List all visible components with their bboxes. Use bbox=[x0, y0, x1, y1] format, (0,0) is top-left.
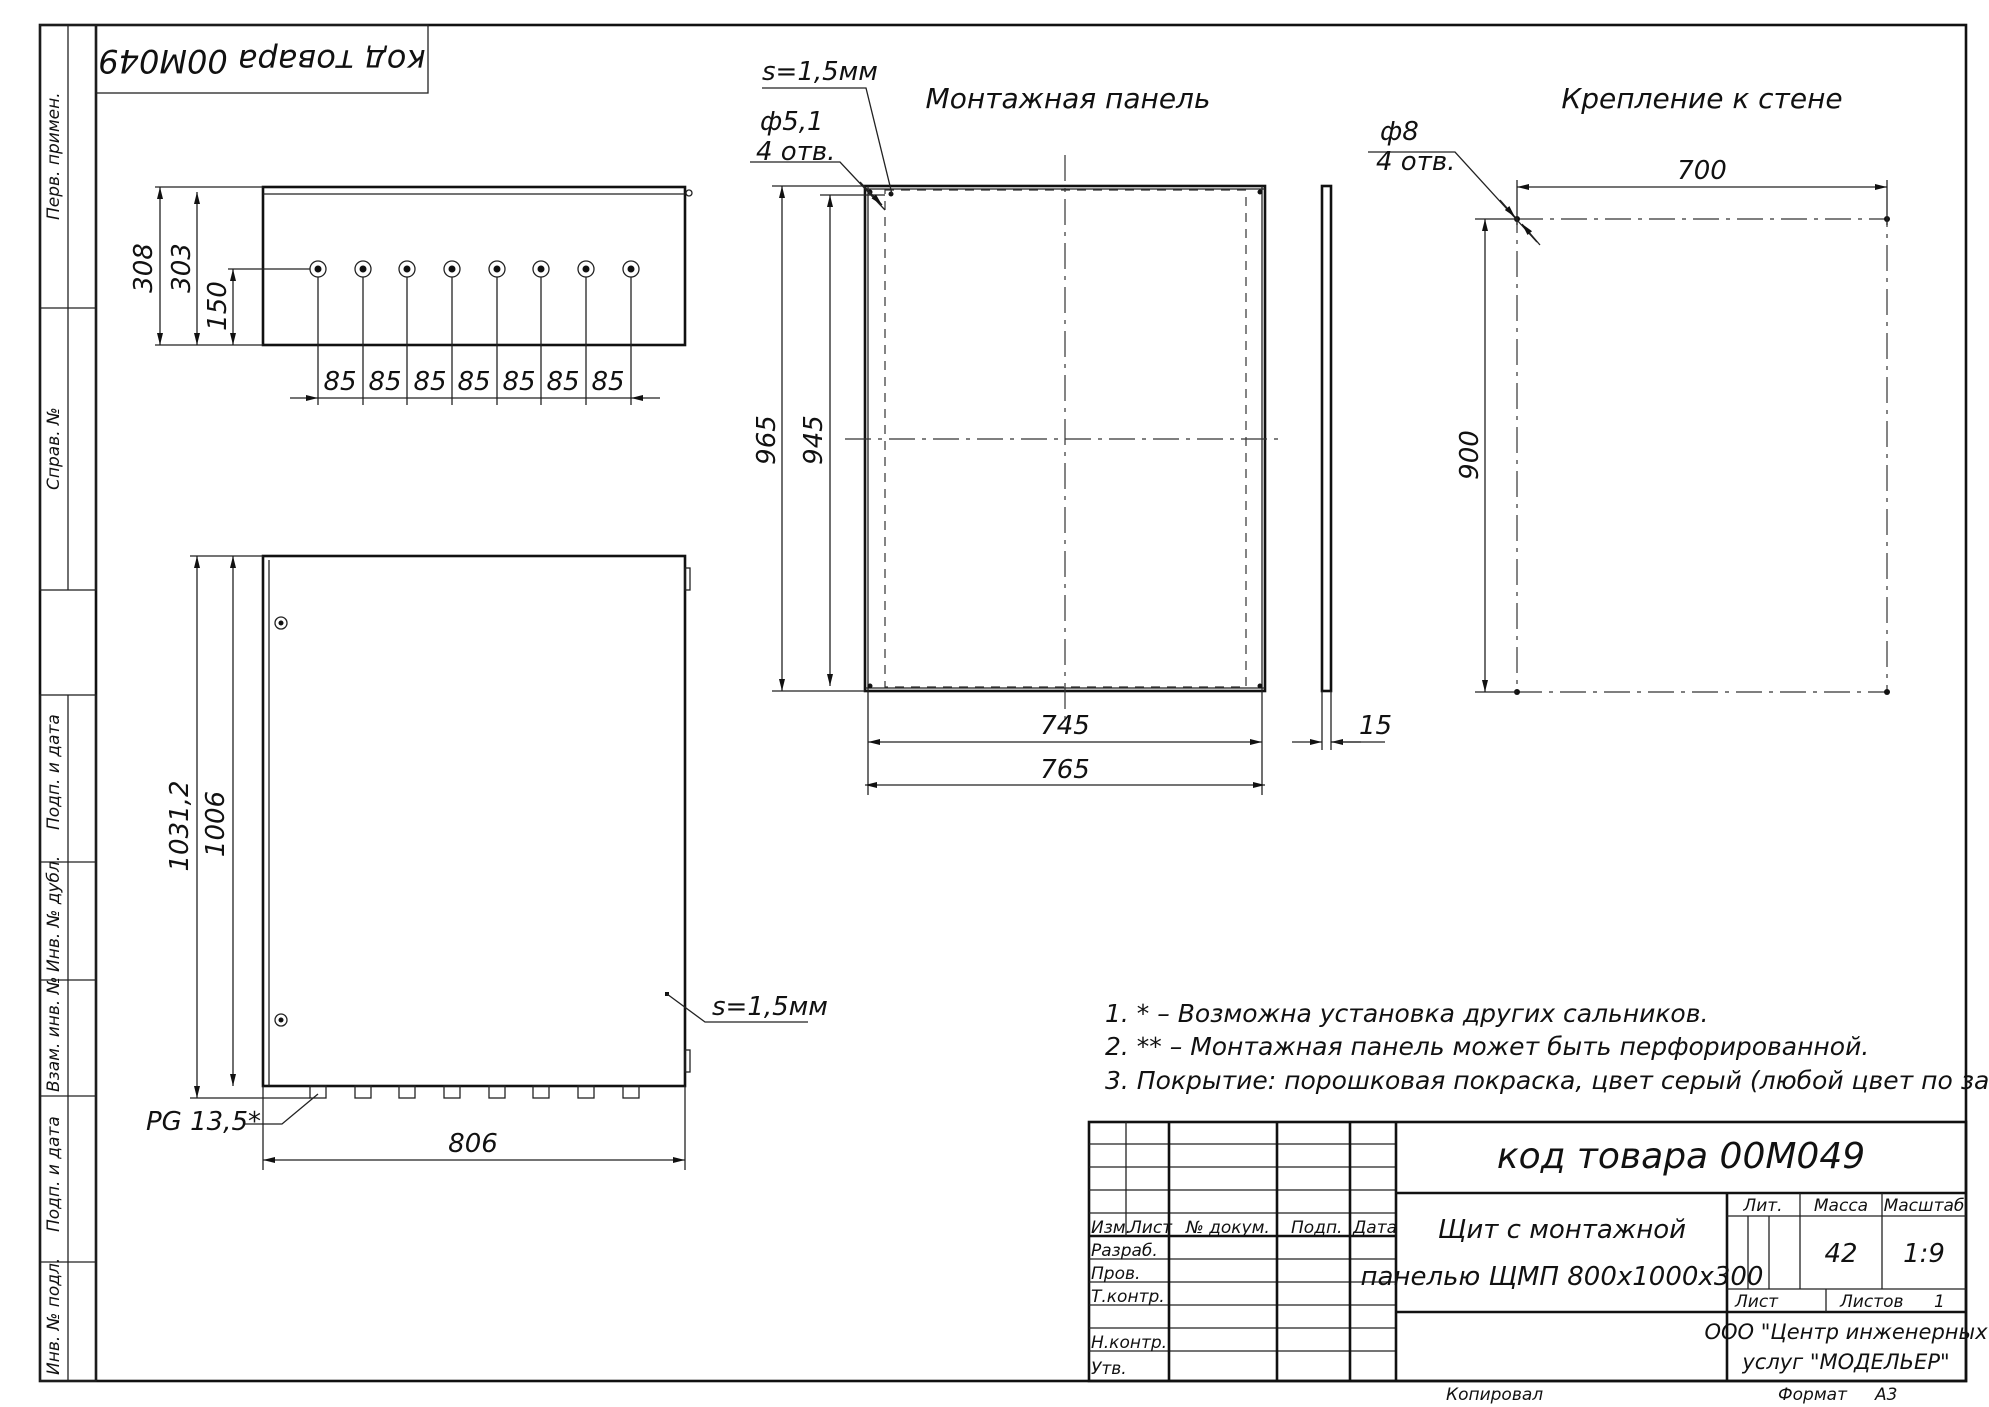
dim-front-height-outer: 1031,2 bbox=[165, 781, 195, 872]
dim-panel-side-thickness: 15 bbox=[1359, 711, 1392, 741]
dim-pitch-1: 85 bbox=[323, 367, 356, 397]
tb-role-prov: Пров. bbox=[1091, 1264, 1140, 1284]
dim-pitch-3: 85 bbox=[413, 367, 446, 397]
gland-hole bbox=[622, 260, 640, 278]
tb-name-line2: панелью ЩМП 800х1000х300 bbox=[1361, 1262, 1764, 1292]
dim-bottom-height-inner: 303 bbox=[167, 243, 197, 293]
dim-pitch-7: 85 bbox=[591, 367, 624, 397]
note-3: 3. Покрытие: порошковая покраска, цвет с… bbox=[1105, 1066, 1989, 1095]
dim-wall-width: 700 bbox=[1677, 156, 1727, 186]
tb-masshtab-value: 1:9 bbox=[1903, 1239, 1945, 1269]
gland-hole bbox=[532, 260, 550, 278]
mounting-panel-view: Монтажная панель 965 945 745 765 bbox=[750, 57, 1392, 795]
footer-format-value: А3 bbox=[1874, 1385, 1897, 1405]
tb-lit-label: Лит. bbox=[1742, 1196, 1782, 1216]
sheet-frame bbox=[38, 23, 1968, 1383]
dim-wall-height: 900 bbox=[1455, 430, 1485, 480]
label-panel-thickness: s=1,5мм bbox=[762, 57, 878, 87]
label-panel-holes-dia: ф5,1 bbox=[760, 107, 824, 137]
dim-panel-height-outer: 965 bbox=[752, 415, 782, 465]
gland-hole bbox=[488, 260, 506, 278]
footer-kopiroval: Копировал bbox=[1446, 1385, 1543, 1405]
sheet-footer: Копировал Формат А3 bbox=[1446, 1385, 1897, 1405]
dim-panel-height-inner: 945 bbox=[799, 415, 829, 465]
wall-mounting-view: Крепление к стене 700 900 ф8 4 отв. bbox=[1368, 82, 1890, 695]
tb-masshtab-label: Масштаб bbox=[1884, 1196, 1965, 1216]
dim-pitch-5: 85 bbox=[502, 367, 535, 397]
front-gland-row bbox=[309, 1085, 640, 1099]
dim-bottom-height-outer: 308 bbox=[129, 243, 159, 293]
tb-org-line2: услуг "МОДЕЛЬЕР" bbox=[1741, 1350, 1949, 1374]
dim-pitch-4: 85 bbox=[457, 367, 490, 397]
tb-massa-value: 42 bbox=[1824, 1239, 1857, 1269]
tb-col-podp: Подп. bbox=[1291, 1218, 1342, 1238]
bottom-view: 308 303 150 85 85 85 85 85 85 85 bbox=[129, 185, 693, 405]
gland-holes-row bbox=[309, 260, 640, 278]
tb-org-line1: ООО "Центр инженерных bbox=[1704, 1320, 1988, 1344]
dim-front-width: 806 bbox=[448, 1129, 498, 1159]
top-stamp-text: код товара 00М049 bbox=[98, 42, 425, 80]
label-front-thickness: s=1,5мм bbox=[712, 992, 828, 1022]
side-label-perv-primen: Перв. примен. bbox=[44, 92, 64, 220]
tb-col-doc: № докум. bbox=[1185, 1218, 1270, 1238]
gland-hole bbox=[577, 260, 595, 278]
gland-hole bbox=[443, 260, 461, 278]
label-wall-holes-dia: ф8 bbox=[1380, 117, 1419, 147]
tb-role-razrab: Разраб. bbox=[1091, 1241, 1158, 1261]
front-view: 1031,2 1006 806 PG 13,5* s=1,5мм bbox=[146, 554, 828, 1170]
panel-side-view bbox=[1320, 184, 1333, 693]
side-label-inv-dubl: Инв. № дубл. bbox=[44, 856, 64, 972]
dim-bottom-hole-height: 150 bbox=[203, 281, 233, 331]
wall-hole-pattern bbox=[1516, 218, 1888, 693]
title-block: Изм. Лист № докум. Подп. Дата Разраб. Пр… bbox=[1087, 1120, 1988, 1383]
title-wall-mounting: Крепление к стене bbox=[1561, 82, 1842, 115]
label-panel-holes-count: 4 отв. bbox=[756, 137, 835, 167]
dim-front-height-inner: 1006 bbox=[201, 791, 231, 857]
title-mounting-panel: Монтажная панель bbox=[926, 82, 1211, 115]
label-gland: PG 13,5* bbox=[146, 1107, 261, 1137]
gland-hole bbox=[354, 260, 372, 278]
dim-panel-width-inner: 745 bbox=[1040, 711, 1090, 741]
tb-role-nkontr: Н.контр. bbox=[1091, 1333, 1167, 1353]
side-label-vzam-inv: Взам. инв. № bbox=[44, 977, 64, 1092]
tb-listov-label: Листов bbox=[1839, 1292, 1904, 1312]
dim-pitch-2: 85 bbox=[368, 367, 401, 397]
dim-pitch-6: 85 bbox=[546, 367, 579, 397]
note-1: 1. * – Возможна установка других сальник… bbox=[1105, 999, 1708, 1028]
tb-role-tkontr: Т.контр. bbox=[1091, 1287, 1165, 1307]
gland-hole bbox=[398, 260, 416, 278]
side-label-podp-data-1: Подп. и дата bbox=[44, 714, 64, 830]
note-2: 2. ** – Монтажная панель может быть перф… bbox=[1105, 1032, 1869, 1061]
tb-name-line1: Щит с монтажной bbox=[1438, 1215, 1686, 1245]
side-label-inv-podl: Инв. № подл. bbox=[44, 1258, 64, 1375]
tb-col-izm: Изм. bbox=[1091, 1218, 1131, 1238]
top-stamp: код товара 00М049 bbox=[95, 24, 429, 94]
tb-listov-value: 1 bbox=[1934, 1292, 1945, 1312]
side-label-sprav-no: Справ. № bbox=[44, 407, 64, 490]
pitch-dimension-chain: 85 85 85 85 85 85 85 bbox=[290, 277, 660, 405]
label-wall-holes-count: 4 отв. bbox=[1376, 147, 1455, 177]
tb-massa-label: Масса bbox=[1814, 1196, 1868, 1216]
notes: 1. * – Возможна установка других сальник… bbox=[1105, 999, 1989, 1095]
tb-col-list: Лист bbox=[1128, 1218, 1173, 1238]
dim-panel-width-outer: 765 bbox=[1040, 755, 1090, 785]
tb-role-utv: Утв. bbox=[1091, 1359, 1127, 1379]
side-strip: Перв. примен. Справ. № Подп. и дата Инв.… bbox=[39, 24, 97, 1382]
side-label-podp-data-2: Подп. и дата bbox=[44, 1116, 64, 1232]
tb-list-label: Лист bbox=[1734, 1292, 1779, 1312]
tb-col-data: Дата bbox=[1352, 1218, 1397, 1238]
gland-hole bbox=[309, 260, 327, 278]
tb-code: код товара 00М049 bbox=[1497, 1136, 1865, 1177]
footer-format-label: Формат bbox=[1778, 1385, 1848, 1405]
